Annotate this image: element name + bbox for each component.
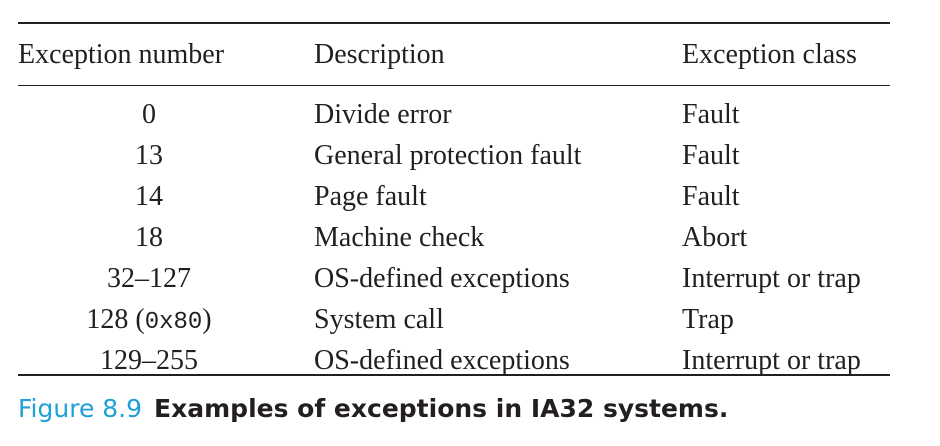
cell-exception-class: Interrupt or trap — [682, 345, 861, 376]
table-row: 13 General protection fault Fault — [18, 135, 890, 176]
table-top-rule — [18, 22, 890, 24]
table-row: 32–127 OS-defined exceptions Interrupt o… — [18, 258, 890, 299]
header-description: Description — [314, 38, 445, 70]
table-bottom-rule — [18, 374, 890, 376]
table-row: 129–255 OS-defined exceptions Interrupt … — [18, 340, 890, 388]
cell-description: Divide error — [314, 99, 452, 130]
number-text: 129–255 — [100, 345, 198, 376]
figure-caption-text: Examples of exceptions in IA32 systems. — [154, 394, 729, 423]
cell-description: Page fault — [314, 180, 427, 212]
cell-exception-number: 14 — [18, 176, 280, 217]
cell-description: General protection fault — [314, 139, 582, 171]
number-text: 18 — [135, 221, 163, 253]
number-text: 128 ( — [86, 303, 145, 335]
number-text: 13 — [135, 139, 163, 171]
cell-exception-class: Fault — [682, 180, 740, 212]
table-row: 0 Divide error Fault — [18, 85, 890, 135]
table-row: 128 (0x80) System call Trap — [18, 299, 890, 340]
cell-exception-number: 13 — [18, 135, 280, 176]
cell-exception-number: 32–127 — [18, 258, 280, 299]
header-exception-number: Exception number — [18, 38, 225, 70]
cell-exception-number: 128 (0x80) — [18, 299, 280, 340]
cell-description: System call — [314, 303, 444, 335]
table-row: 14 Page fault Fault — [18, 176, 890, 217]
cell-exception-number: 18 — [18, 217, 280, 258]
figure-caption: Figure 8.9 Examples of exceptions in IA32… — [18, 394, 728, 423]
number-text: 0 — [142, 99, 156, 130]
header-exception-class: Exception class — [682, 38, 857, 70]
cell-exception-number: 0 — [18, 85, 280, 135]
figure-label: Figure 8.9 — [18, 394, 143, 423]
cell-exception-class: Abort — [682, 221, 748, 253]
table-header-row: Exception number Description Exception c… — [18, 24, 890, 85]
cell-exception-number: 129–255 — [18, 340, 280, 388]
number-text: 14 — [135, 180, 163, 212]
table-header-rule — [18, 85, 890, 86]
cell-exception-class: Trap — [682, 303, 734, 335]
cell-description: OS-defined exceptions — [314, 262, 570, 294]
number-text: 32–127 — [107, 262, 191, 294]
cell-description: OS-defined exceptions — [314, 345, 570, 376]
cell-exception-class: Fault — [682, 139, 740, 171]
cell-exception-class: Interrupt or trap — [682, 262, 861, 294]
number-suffix: ) — [202, 303, 212, 335]
number-hex-code: 0x80 — [144, 308, 203, 336]
exceptions-table: Exception number Description Exception c… — [18, 24, 890, 388]
cell-description: Machine check — [314, 221, 485, 253]
cell-exception-class: Fault — [682, 99, 740, 130]
table-row: 18 Machine check Abort — [18, 217, 890, 258]
